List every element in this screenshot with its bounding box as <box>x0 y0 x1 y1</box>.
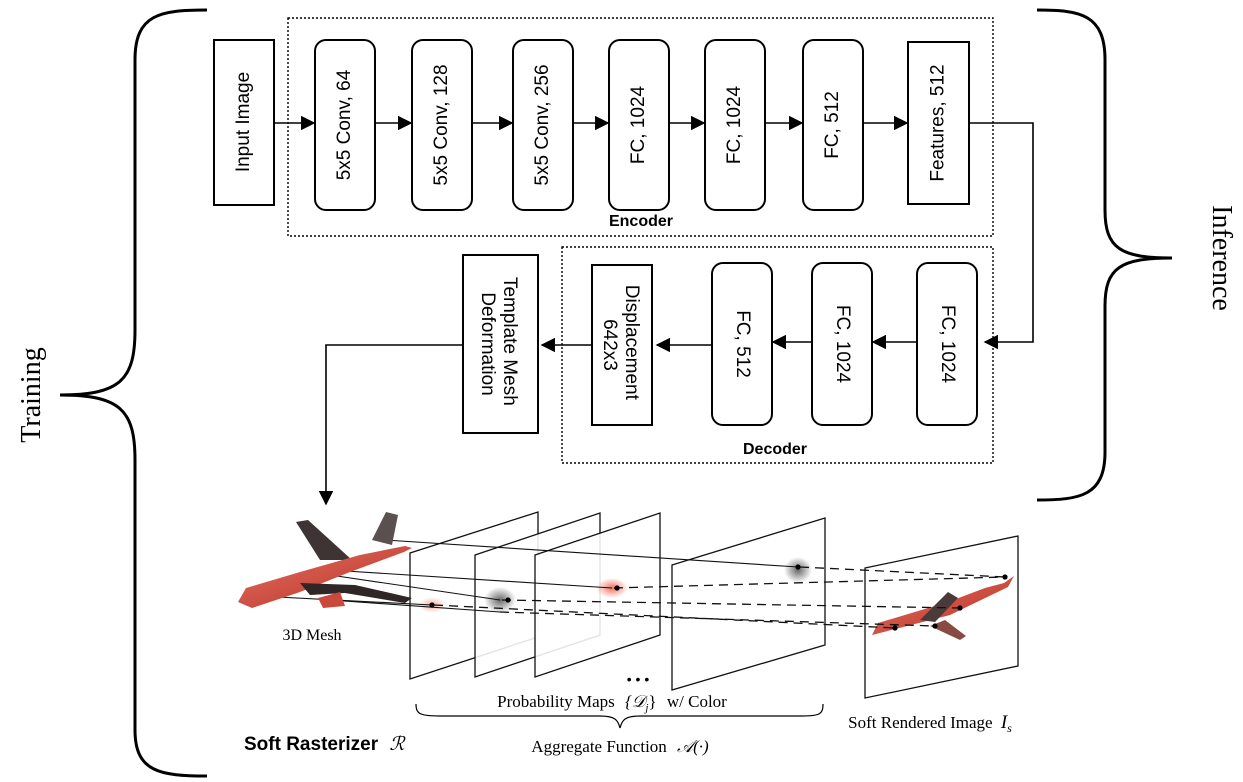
decoder-frame <box>561 246 994 464</box>
encoder-title: Encoder <box>609 213 673 230</box>
encoder-layer-label: 5x5 Conv, 64 <box>334 69 355 180</box>
decoder-layer-label: FC, 512 <box>732 310 753 378</box>
airplane-tail <box>372 512 398 545</box>
encoder-layer-label: FC, 1024 <box>724 85 745 164</box>
aggregate-brace <box>415 703 824 729</box>
soft-image-label: Soft Rendered Image <box>848 713 992 732</box>
displacement-label-line2: 642x3 <box>599 319 620 371</box>
inference-label: Inference <box>1206 205 1237 311</box>
encoder-layers: 5x5 Conv, 64 5x5 Conv, 128 5x5 Conv, 256 FC… <box>314 39 970 211</box>
prob-maps-sub: j <box>643 702 648 714</box>
encoder-layer-label: 5x5 Conv, 128 <box>431 64 452 185</box>
svg-text:Soft Rasterizer ℛ: Soft Rasterizer ℛ <box>244 734 406 755</box>
rendered-plane-wing2 <box>930 620 966 640</box>
displacement-box <box>591 264 653 426</box>
airplane-mesh <box>238 512 412 608</box>
aggregate-label: Aggregate Function <box>531 737 667 756</box>
prob-map-plane-3 <box>534 512 661 678</box>
encoder-layer-label: FC, 1024 <box>628 85 649 164</box>
airplane-body <box>238 546 412 608</box>
encoder-layer-label: 5x5 Conv, 256 <box>532 64 553 185</box>
encoder-layer-label: FC, 512 <box>822 91 843 159</box>
airplane-wing-top <box>296 520 352 560</box>
decoder-layer-label: FC, 1024 <box>832 305 853 384</box>
prob-maps-close: } <box>648 692 656 711</box>
soft-image-sub: s <box>1007 721 1012 735</box>
soft-rasterizer-label: Soft Rasterizer <box>244 734 379 755</box>
projection-lines <box>257 539 1006 629</box>
svg-text:Soft Rendered Image Is: Soft Rendered Image Is <box>848 712 1012 735</box>
svg-text:Aggregate Function 𝒜(·): Aggregate Function 𝒜(·) <box>531 737 709 756</box>
decoder-layers: FC, 1024 FC, 1024 FC, 512 <box>711 262 978 426</box>
soft-rasterizer-symbol: ℛ <box>389 734 406 755</box>
airplane-engine <box>318 592 345 608</box>
prob-blob-4 <box>784 557 812 583</box>
airplane-wing-bottom <box>300 583 412 603</box>
prob-maps-symbol: {𝒟 <box>625 692 649 711</box>
soft-image-symbol: I <box>1000 712 1009 733</box>
encoder-layer-label: Features, 512 <box>928 64 949 181</box>
template-mesh-box <box>462 254 539 434</box>
soft-rendered-image <box>864 535 1019 699</box>
aggregate-symbol: 𝒜(·) <box>677 737 709 756</box>
mesh-label: 3D Mesh <box>282 627 341 644</box>
training-brace <box>59 8 208 778</box>
svg-text:Displacement 642x3: Displacement 642x3 <box>599 285 642 405</box>
training-label: Training <box>16 347 47 442</box>
prob-maps-prefix: Probability Maps <box>497 692 615 711</box>
template-label-line2: Deformation <box>477 292 498 396</box>
decoder-title: Decoder <box>743 441 807 458</box>
probability-maps <box>409 511 826 691</box>
encoder-layer-box <box>907 41 970 205</box>
prob-maps-suffix: w/ Color <box>667 692 727 711</box>
svg-text:Probability Maps {𝒟j}: Probability Maps {𝒟j} w/ Color <box>497 692 727 714</box>
template-label-line1: Template Mesh <box>499 277 520 406</box>
ellipsis: • • • <box>627 671 650 687</box>
encoder-frame <box>287 17 994 237</box>
decoder-layer-box <box>916 262 978 426</box>
svg-text:Template Mesh Deformation: Template Mesh Deformation <box>477 277 520 411</box>
input-image-label: Input Image <box>233 72 254 172</box>
decoder-layer-label: FC, 1024 <box>937 305 958 384</box>
inference-brace <box>1036 8 1173 502</box>
flow-arrows <box>274 115 1034 506</box>
displacement-label-line1: Displacement <box>621 285 642 401</box>
